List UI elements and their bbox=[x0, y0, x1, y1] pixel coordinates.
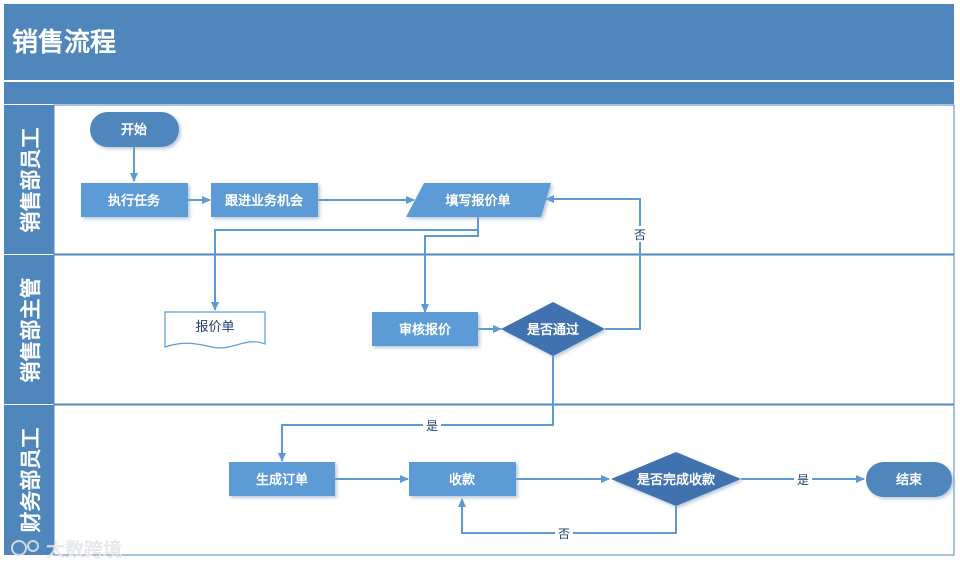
edge-label-reject-no: 否 bbox=[634, 228, 646, 242]
node-start bbox=[90, 112, 179, 147]
node-approved-decision bbox=[501, 302, 605, 356]
edge-label-done-yes: 是 bbox=[797, 473, 809, 487]
chart-title: 销售流程 bbox=[12, 27, 116, 58]
watermark: 大数跨境 bbox=[11, 538, 122, 561]
node-review-quote-label: 审核报价 bbox=[399, 322, 452, 338]
node-collect-payment-label: 收款 bbox=[449, 472, 476, 488]
node-review-quote bbox=[372, 312, 478, 346]
node-start-label: 开始 bbox=[121, 122, 147, 138]
lane-label-sales-staff: 销售部员工 bbox=[19, 128, 43, 233]
edge-fillquote-to-review bbox=[421, 230, 479, 313]
lane-header-sales-staff bbox=[4, 105, 54, 254]
edge-label-not-done-no: 否 bbox=[558, 527, 570, 541]
edge-approved-no-to-fillquote bbox=[545, 195, 641, 330]
node-create-order-label: 生成订单 bbox=[256, 472, 308, 488]
node-payment-done-decision-label: 是否完成收款 bbox=[636, 472, 716, 488]
edge-fillquote-to-quotedoc bbox=[211, 217, 479, 311]
lane-header-finance-staff bbox=[4, 405, 54, 555]
node-follow-up bbox=[211, 183, 318, 217]
node-fill-quote-label: 填写报价单 bbox=[445, 193, 510, 209]
node-quote-document bbox=[164, 311, 266, 349]
node-end bbox=[866, 462, 952, 497]
lane-label-finance-staff: 财务部员工 bbox=[19, 428, 43, 533]
node-execute-task bbox=[81, 183, 188, 217]
node-collect-payment bbox=[409, 462, 516, 496]
lane-label-sales-manager: 销售部主管 bbox=[19, 278, 43, 383]
node-approved-decision-label: 是否通过 bbox=[526, 322, 579, 338]
node-follow-up-label: 跟进业务机会 bbox=[225, 193, 304, 209]
watermark-logo-icon bbox=[11, 540, 27, 556]
edge-label-approve-yes: 是 bbox=[426, 419, 438, 433]
node-fill-quote bbox=[406, 183, 551, 217]
subheader-band bbox=[4, 82, 954, 104]
node-create-order bbox=[229, 462, 335, 496]
node-execute-task-label: 执行任务 bbox=[108, 193, 161, 209]
lane-body-sales-staff bbox=[53, 104, 955, 255]
node-end-label: 结束 bbox=[896, 472, 923, 488]
edge-approved-yes-to-order bbox=[278, 356, 554, 462]
title-bar bbox=[4, 4, 954, 80]
watermark-text: 大数跨境 bbox=[46, 538, 122, 561]
lane-header-sales-manager bbox=[4, 255, 54, 404]
node-payment-done-decision bbox=[611, 452, 741, 506]
node-quote-document-label: 报价单 bbox=[195, 320, 234, 335]
